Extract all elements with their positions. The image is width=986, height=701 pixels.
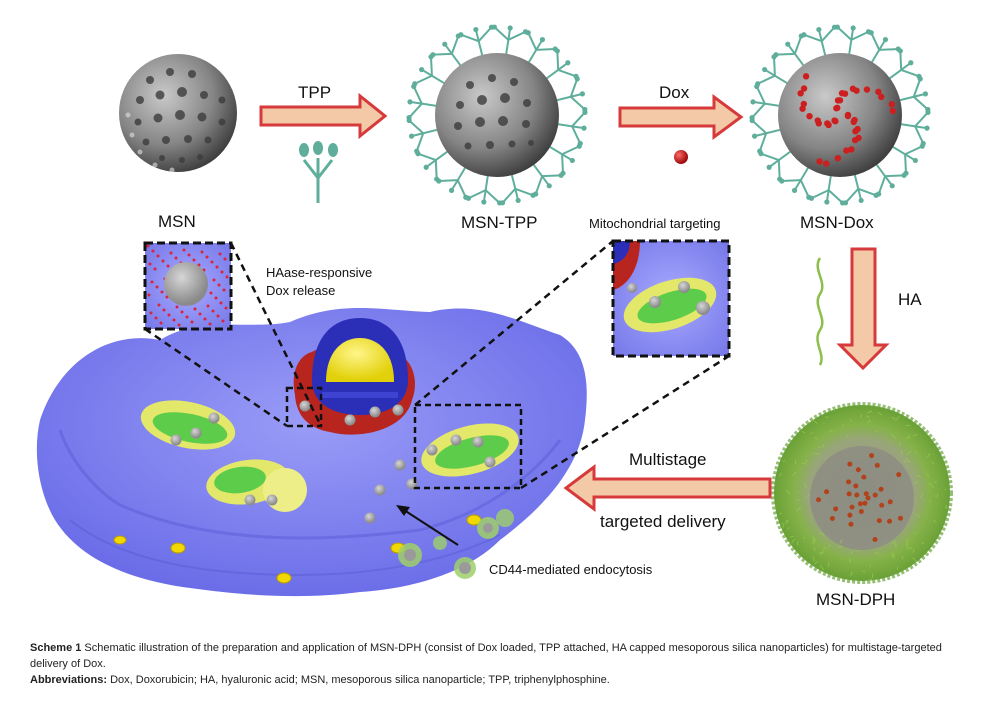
- dox-dot: [837, 97, 843, 103]
- dox-molecule-icon: [674, 150, 688, 164]
- scheme-diagram: [0, 0, 986, 630]
- dox-dot: [806, 113, 812, 119]
- dox-dot: [853, 87, 859, 93]
- dox-dot: [852, 128, 858, 134]
- caption-abbrev-text: Dox, Doxorubicin; HA, hyaluronic acid; M…: [107, 674, 610, 686]
- dox-dot: [878, 94, 884, 100]
- dox-dot: [835, 155, 841, 161]
- nanoparticle: [451, 435, 462, 446]
- msn-dox-particle: [749, 24, 930, 205]
- arrow-multistage-delivery: [566, 467, 770, 509]
- dox-dot: [801, 85, 807, 91]
- label-haase-responsive: HAase-responsive: [266, 264, 372, 281]
- inset-nanoparticle-release: [145, 243, 231, 329]
- nanoparticle: [171, 435, 182, 446]
- nanoparticle: [375, 485, 386, 496]
- nanoparticle: [267, 495, 278, 506]
- dox-dot: [843, 147, 849, 153]
- label-msn-dph: MSN-DPH: [816, 590, 895, 610]
- nanoparticle: [245, 495, 256, 506]
- nanoparticle: [345, 415, 356, 426]
- nanoparticle: [300, 401, 311, 412]
- caption-scheme-label: Scheme 1: [30, 642, 81, 654]
- label-arrow-dox: Dox: [659, 83, 689, 103]
- caption-abbrev-label: Abbreviations:: [30, 674, 107, 686]
- ha-chain-icon: [817, 258, 822, 365]
- label-targeted-delivery: targeted delivery: [600, 512, 726, 532]
- label-arrow-tpp: TPP: [298, 83, 331, 103]
- arrow-ha: [840, 249, 886, 368]
- tpp-molecule-icon: [299, 141, 338, 203]
- nanoparticle: [209, 413, 220, 424]
- msn-particle: [119, 54, 237, 173]
- caption-abbreviations: Abbreviations: Dox, Doxorubicin; HA, hya…: [30, 672, 970, 688]
- caption-main: Scheme 1 Schematic illustration of the p…: [30, 640, 970, 672]
- dox-dot: [831, 117, 837, 123]
- label-msn-dox: MSN-Dox: [800, 213, 874, 233]
- nanoparticle: [191, 428, 202, 439]
- dox-dot: [890, 108, 896, 114]
- dox-dot: [864, 86, 870, 92]
- dox-dot: [842, 90, 848, 96]
- dox-dot: [824, 120, 830, 126]
- caption-text: Schematic illustration of the preparatio…: [30, 642, 942, 670]
- dox-dot: [834, 105, 840, 111]
- dox-dot: [852, 137, 858, 143]
- dox-dot: [803, 73, 809, 79]
- msn-dph-particle: [774, 405, 950, 581]
- nanoparticle: [485, 457, 496, 468]
- label-arrow-ha: HA: [898, 290, 922, 310]
- nanoparticle: [393, 405, 404, 416]
- figure-caption: Scheme 1 Schematic illustration of the p…: [30, 640, 970, 688]
- dox-dot: [845, 113, 851, 119]
- nanoparticle: [473, 437, 484, 448]
- inset-mitochondrial-targeting: [613, 241, 729, 356]
- msn-tpp-particle: [406, 24, 587, 205]
- nanoparticle: [427, 445, 438, 456]
- dox-dot: [889, 101, 895, 107]
- label-multistage: Multistage: [629, 450, 706, 470]
- dox-dot: [801, 101, 807, 107]
- dox-dot: [816, 158, 822, 164]
- label-msn-tpp: MSN-TPP: [461, 213, 538, 233]
- dox-dot: [815, 117, 821, 123]
- nanoparticle: [395, 460, 406, 471]
- nanoparticle: [370, 407, 381, 418]
- nanoparticle: [365, 513, 376, 524]
- label-cd44-endocytosis: CD44-mediated endocytosis: [489, 561, 652, 578]
- label-dox-release: Dox release: [266, 282, 335, 299]
- label-msn: MSN: [158, 212, 196, 232]
- arrow-dox: [620, 97, 741, 137]
- dox-dot: [823, 160, 829, 166]
- label-mitochondrial-targeting: Mitochondrial targeting: [589, 215, 721, 232]
- dox-dot: [851, 119, 857, 125]
